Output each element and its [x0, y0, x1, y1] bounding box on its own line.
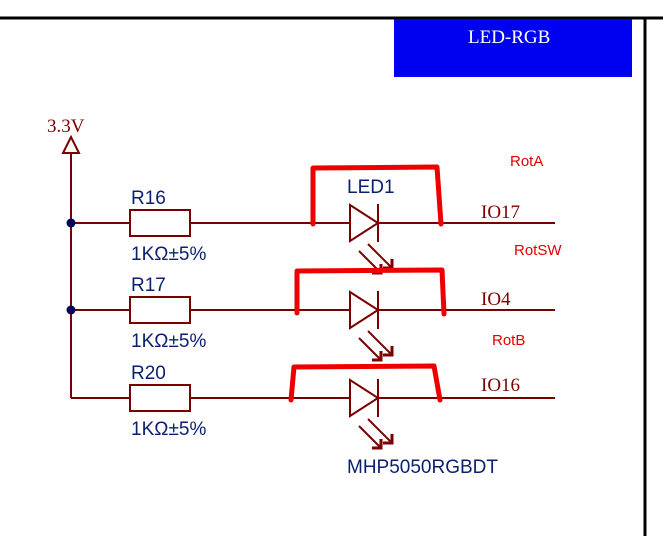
led-diode-red — [349, 203, 394, 275]
resistor-body — [129, 296, 191, 324]
emission-arrowhead-icon — [383, 346, 394, 357]
resistor-r20: R20 1KΩ±5% — [129, 363, 206, 440]
junction-dot — [66, 305, 76, 315]
highlight-marks — [288, 164, 447, 403]
diode-triangle-icon — [349, 378, 380, 418]
junction-dot — [66, 218, 76, 228]
resistor-value-label: 1KΩ±5% — [131, 331, 206, 352]
annotation-rotb: RotB — [492, 332, 525, 349]
highlight-bracket-row1 — [310, 164, 444, 227]
led-ref-label: LED1 — [347, 177, 395, 198]
resistor-value-label: 1KΩ±5% — [131, 244, 206, 265]
resistor-body — [129, 384, 191, 412]
net-label-io4: IO4 — [481, 289, 511, 310]
led-diode-green — [349, 290, 394, 362]
resistor-ref-label: R16 — [131, 188, 166, 209]
emission-arrow-icon — [358, 425, 382, 449]
diode-triangle-icon — [349, 290, 380, 330]
emission-arrowhead-icon — [372, 351, 383, 362]
resistor-value-label: 1KΩ±5% — [131, 419, 206, 440]
resistor-ref-label: R20 — [131, 363, 166, 384]
resistor-r17: R17 1KΩ±5% — [129, 275, 206, 352]
annotation-rota: RotA — [510, 153, 543, 170]
emission-arrowhead-icon — [383, 434, 394, 445]
led-diode-blue — [349, 378, 394, 450]
diode-triangle-icon — [349, 203, 380, 243]
emission-arrow-icon — [367, 330, 393, 356]
net-label-io17: IO17 — [481, 202, 520, 223]
power-arrow-icon — [61, 134, 81, 154]
highlight-bracket-row3 — [288, 363, 443, 403]
led-part-label: MHP5050RGBDT — [347, 457, 498, 478]
power-symbol — [61, 134, 81, 154]
power-label: 3.3V — [47, 116, 85, 137]
title-block-background — [394, 19, 632, 77]
emission-arrowhead-icon — [372, 264, 383, 275]
wires — [70, 153, 555, 399]
title-block: LED-RGB — [394, 19, 632, 77]
emission-arrow-icon — [367, 243, 393, 269]
emission-arrow-icon — [358, 337, 382, 361]
annotation-rotsw: RotSW — [514, 242, 562, 259]
sheet-frame — [0, 16, 663, 536]
emission-arrowhead-icon — [372, 439, 383, 450]
resistor-body — [129, 209, 191, 237]
highlight-bracket-row2 — [294, 267, 447, 317]
net-label-io16: IO16 — [481, 375, 520, 396]
emission-arrow-icon — [367, 418, 393, 444]
junctions — [66, 218, 76, 315]
resistor-r16: R16 1KΩ±5% — [129, 188, 206, 265]
title-block-label: LED-RGB — [468, 27, 550, 48]
resistor-ref-label: R17 — [131, 275, 166, 296]
